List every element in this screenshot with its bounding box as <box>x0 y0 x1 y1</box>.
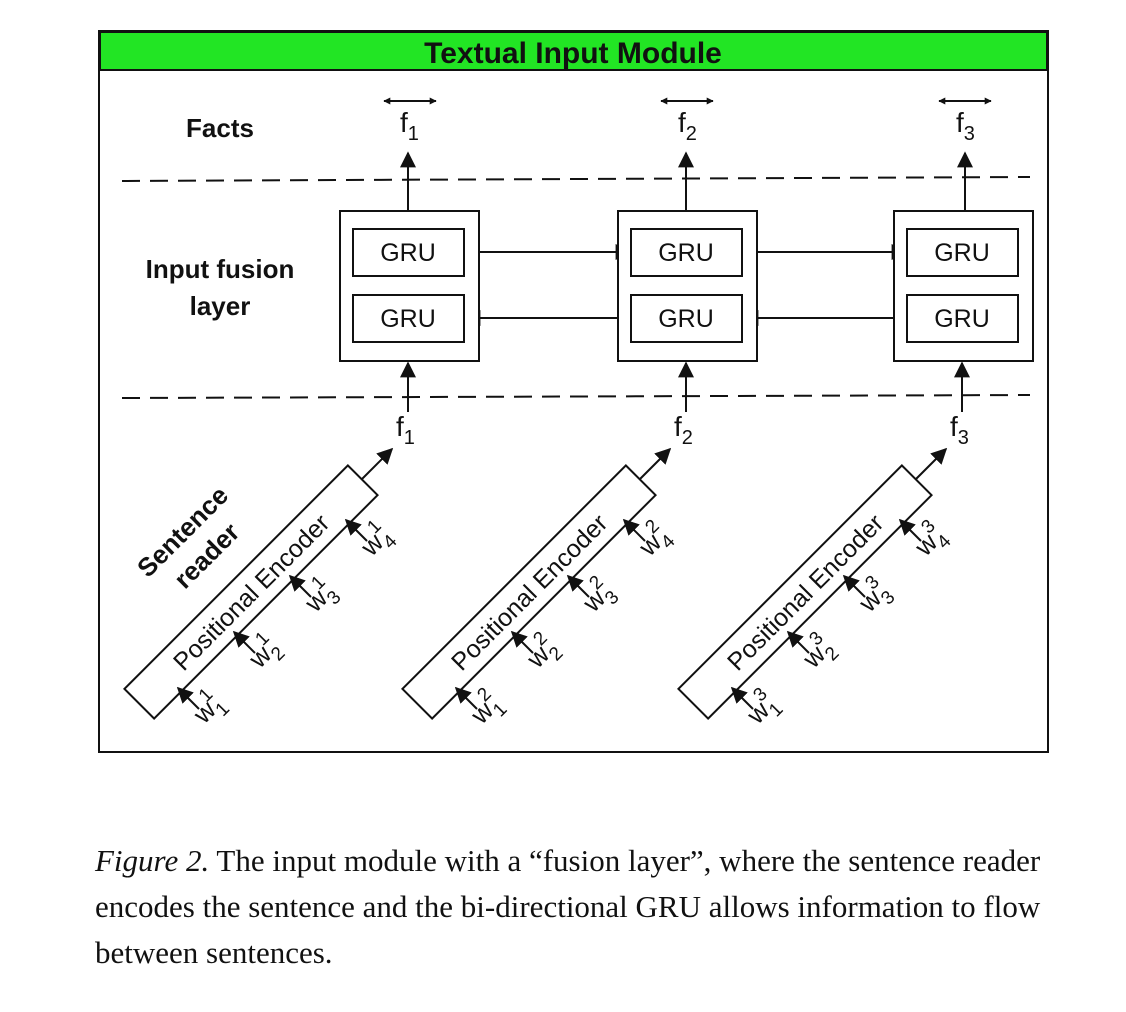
word-arrow-3-3 <box>842 574 866 598</box>
fact-input-label-2: f2 <box>674 411 693 449</box>
word-arrow-2-1 <box>454 686 478 710</box>
column-1: f1 GRU GRU f1 Positional Encoder w11 w21… <box>123 97 480 730</box>
gru-backward-1 <box>352 294 465 343</box>
word-arrow-2-3 <box>566 574 590 598</box>
layer-label-facts: Facts <box>186 113 254 143</box>
figure-label: Figure 2. <box>95 843 210 878</box>
module-frame <box>98 30 1049 753</box>
gru-forward-label-2: GRU <box>658 239 714 267</box>
separator-fusion-reader <box>121 394 1031 399</box>
gru-forward-label-3: GRU <box>934 239 990 267</box>
gru-backward-3 <box>906 294 1019 343</box>
layer-label-fusion-line1: Input fusion <box>146 254 295 284</box>
word-arrow-1-1 <box>176 686 200 710</box>
gru-backward-label-1: GRU <box>380 305 436 333</box>
gru-forward-3 <box>906 228 1019 277</box>
positional-encoder-1 <box>123 464 379 720</box>
fact-input-label-1: f1 <box>396 411 415 449</box>
gru-backward-label-3: GRU <box>934 305 990 333</box>
word-arrow-3-2 <box>786 630 810 654</box>
word-arrow-1-3 <box>288 574 312 598</box>
word-arrow-2-4 <box>622 518 646 542</box>
layer-label-fusion-line2: layer <box>190 291 251 321</box>
word-arrow-3-1 <box>730 686 754 710</box>
gru-forward-label-1: GRU <box>380 239 436 267</box>
gru-backward-label-2: GRU <box>658 305 714 333</box>
positional-encoder-2 <box>401 464 657 720</box>
encoder-output-arrow-3 <box>913 447 948 482</box>
figure-caption: Figure 2. The input module with a “fusio… <box>95 838 1055 976</box>
gru-forward-2 <box>630 228 743 277</box>
separator-facts-fusion <box>121 176 1031 182</box>
encoder-output-arrow-1 <box>359 447 394 482</box>
module-header <box>99 31 1048 71</box>
encoder-output-arrow-2 <box>637 447 672 482</box>
fact-output-label-3: f3 <box>956 107 975 145</box>
fact-output-label-1: f1 <box>400 107 419 145</box>
fact-input-label-3: f3 <box>950 411 969 449</box>
word-arrow-1-4 <box>344 518 368 542</box>
positional-encoder-3 <box>677 464 933 720</box>
fact-output-label-2: f2 <box>678 107 697 145</box>
gru-backward-2 <box>630 294 743 343</box>
module-title: Textual Input Module <box>424 37 722 70</box>
gru-forward-1 <box>352 228 465 277</box>
figure-caption-text: The input module with a “fusion layer”, … <box>95 843 1041 970</box>
word-arrow-2-2 <box>510 630 534 654</box>
word-arrow-1-2 <box>232 630 256 654</box>
word-arrow-3-4 <box>898 518 922 542</box>
